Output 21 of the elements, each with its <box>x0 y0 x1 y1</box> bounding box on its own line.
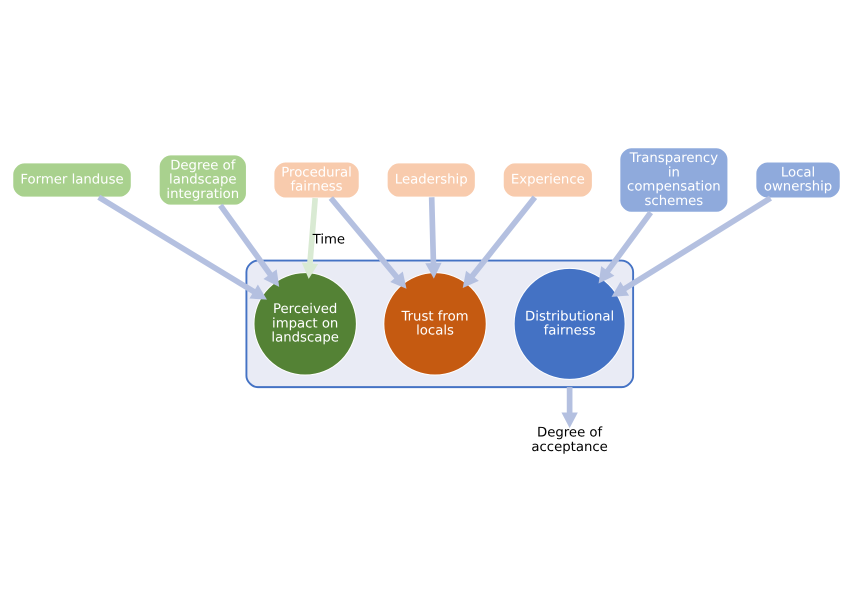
node-box: Procedural fairness <box>273 162 360 198</box>
arrow <box>598 210 654 284</box>
arrow <box>561 387 578 428</box>
node-box: Local ownership <box>755 162 841 198</box>
node-circle: Distributional fairness <box>514 268 626 380</box>
cluster <box>245 260 634 388</box>
arrow <box>97 194 267 300</box>
node-box: Experience <box>502 162 593 198</box>
node-box: Degree of landscape integration <box>158 154 247 206</box>
node-text: Degree of acceptance <box>531 426 608 455</box>
node-box: Transparency in compensation schemes <box>619 147 728 213</box>
arrow <box>462 195 538 288</box>
arrow <box>328 196 406 289</box>
edge-label: Time <box>312 232 346 248</box>
node-box: Former landuse <box>12 162 132 198</box>
node-box: Leadership <box>386 162 476 198</box>
arrow <box>612 196 772 297</box>
arrow <box>425 197 442 279</box>
arrow <box>302 198 318 279</box>
arrow <box>218 204 280 287</box>
node-circle: Perceived impact on landscape <box>254 272 357 376</box>
